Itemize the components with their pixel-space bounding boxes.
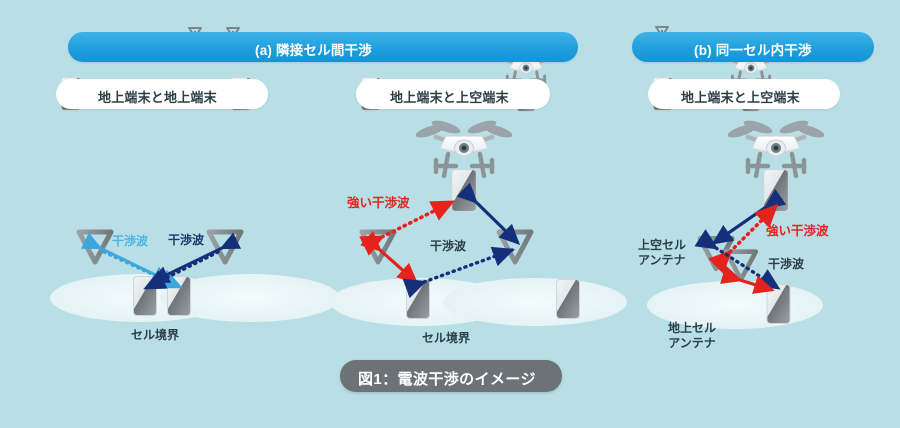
label-a1-interference-lightblue: 干渉波: [112, 234, 149, 248]
panel-a2-scene: [359, 118, 580, 319]
label-a2-interference: 干渉波: [430, 239, 467, 253]
label-a1-interference-navy: 干渉波: [168, 233, 205, 247]
arrow-a2-navy-dotted: [402, 246, 515, 299]
arrow-b1-red-solid: [720, 265, 775, 294]
pill-a1-label: 地上端末と地上端末: [98, 90, 217, 105]
panel-a1-scene: [79, 232, 241, 318]
pill-b1: [648, 79, 840, 109]
phone-icon-a2-right: [556, 279, 580, 319]
pill-a2: [356, 79, 550, 109]
panel-b1-scene: [694, 118, 826, 331]
phone-icon-a2-drone: [451, 169, 477, 212]
arrow-a2-red-solid: [360, 230, 419, 284]
label-b1-aerial-cell-antenna-line2: アンテナ: [638, 253, 686, 267]
panel-b-header-bar: [632, 32, 874, 62]
label-b1-aerial-cell-antenna: 上空セル アンテナ: [638, 238, 686, 268]
label-b1-ground-cell-antenna-line1: 地上セル: [668, 321, 717, 335]
label-b1-ground-cell-antenna: 地上セル アンテナ: [668, 321, 716, 351]
drone-icon-a2: [414, 118, 513, 176]
panel-a-header-bar: [68, 32, 578, 62]
figure-caption-label: 図1：電波干渉のイメージ: [358, 371, 536, 388]
phone-icon-b1-drone: [763, 169, 789, 212]
label-b1-strong-interference: 強い干渉波: [766, 224, 829, 238]
label-a2-strong-interference: 強い干渉波: [347, 196, 410, 210]
phone-icon-a2-center: [406, 279, 430, 319]
panel-b-header-label: (b) 同一セル内干渉: [694, 43, 812, 58]
pill-a1: [56, 79, 268, 109]
label-b1-interference: 干渉波: [768, 257, 805, 271]
label-b1-aerial-cell-antenna-line1: 上空セル: [638, 238, 687, 252]
drone-icon-b1: [726, 118, 825, 176]
panel-a-header-label: (a) 隣接セル間干渉: [255, 43, 372, 58]
pill-b1-label: 地上端末と上空端末: [681, 90, 800, 105]
label-a1-cell-boundary: セル境界: [131, 328, 180, 342]
label-b1-ground-cell-antenna-line2: アンテナ: [668, 336, 716, 350]
arrow-a1-navy-dotted: [143, 250, 220, 290]
pill-a2-label: 地上端末と上空端末: [390, 90, 509, 105]
arrow-a2-navy-solid: [456, 182, 521, 246]
figure-caption-pill: [340, 360, 562, 392]
label-a2-cell-boundary: セル境界: [422, 331, 471, 345]
